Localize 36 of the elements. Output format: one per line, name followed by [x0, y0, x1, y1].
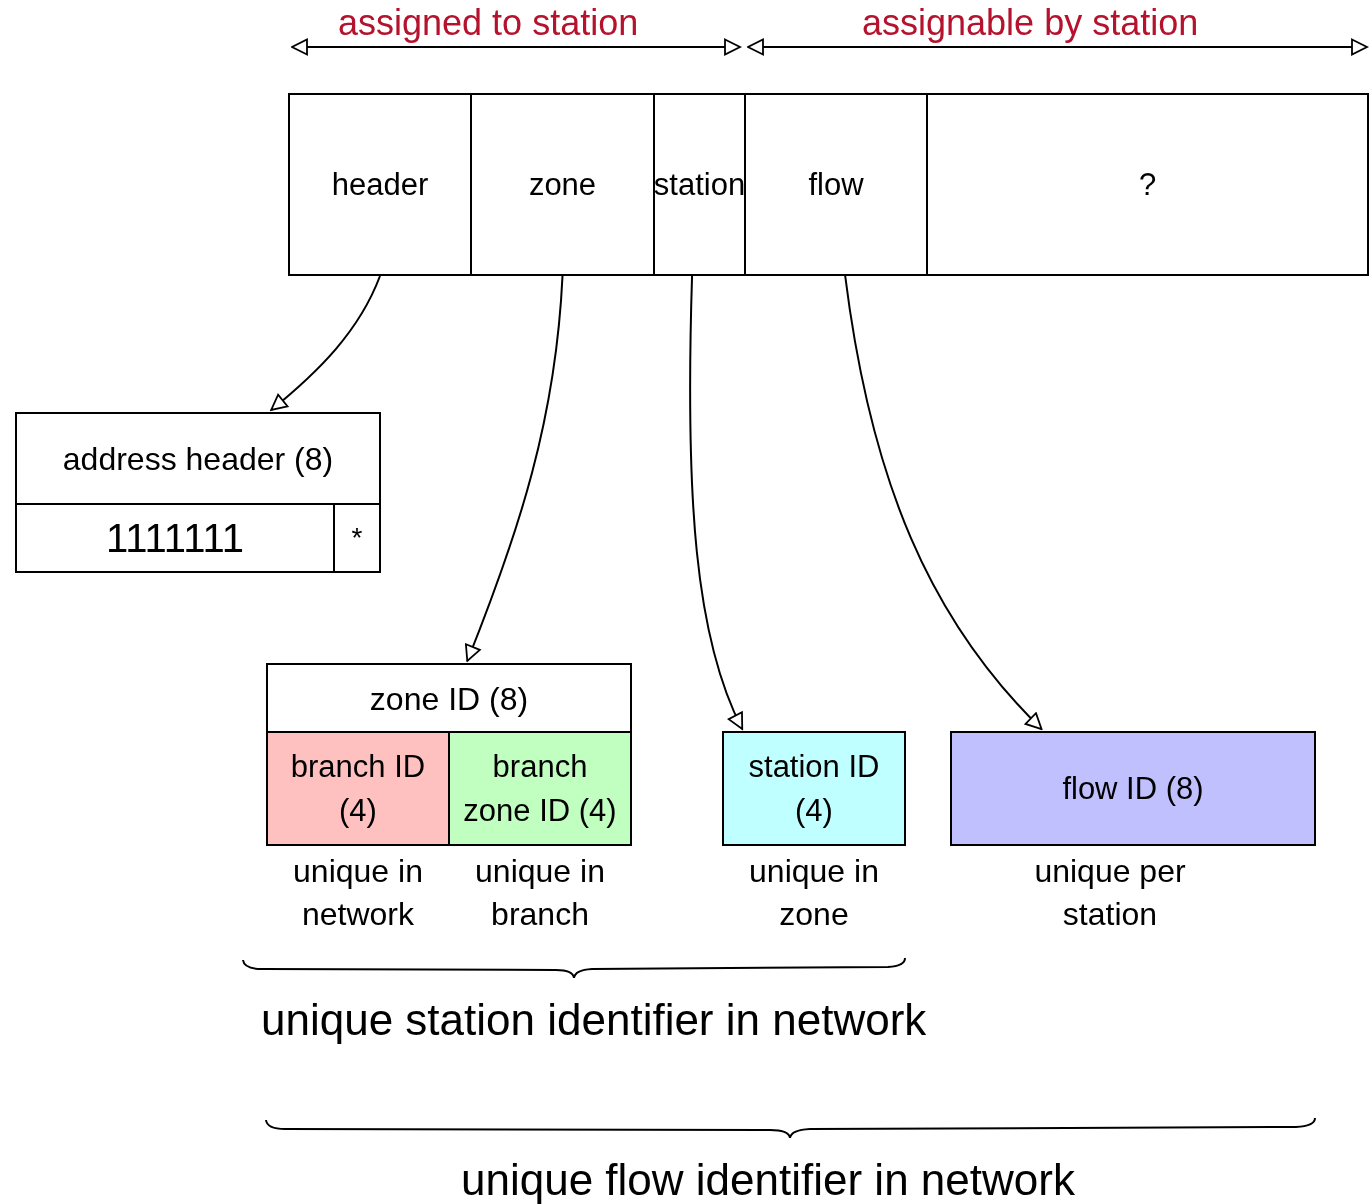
field-box: [653, 93, 746, 276]
field-box: [744, 93, 928, 276]
field-group: [15, 412, 381, 573]
caption-text: unique in network: [292, 852, 424, 935]
brace-label: unique flow identifier in network: [461, 1155, 1075, 1204]
field-box: [266, 731, 450, 846]
brace-label: unique station identifier in network: [261, 995, 927, 1045]
arrow: [464, 275, 564, 662]
field-box: [950, 731, 1316, 846]
range-label: assignable by station: [862, 2, 1199, 44]
field-group: [266, 663, 632, 846]
field-box: [448, 731, 632, 846]
field-label: branch ID (4): [289, 748, 427, 830]
caption-text: unique in branch: [474, 852, 606, 935]
group-heading: zone ID (8): [368, 679, 530, 719]
field-box: [288, 93, 472, 276]
field-label: zone: [527, 165, 598, 204]
field-box: [926, 93, 1369, 276]
field-label: ?: [1137, 165, 1158, 204]
field-label: header: [330, 165, 430, 204]
field-label: flow: [807, 165, 865, 204]
caption-text: unique in zone: [748, 852, 880, 935]
field-label: 1111111: [105, 515, 245, 562]
field-label: flow ID (8): [1061, 769, 1205, 808]
field-label: station ID (4): [747, 748, 881, 830]
caption-text: unique per station: [1033, 852, 1187, 935]
field-label: branch zone ID (4): [462, 748, 618, 830]
group-heading: address header (8): [61, 440, 335, 479]
field-label: *: [350, 521, 364, 556]
arrow: [689, 275, 744, 730]
field-box: [722, 731, 906, 846]
arrow: [844, 275, 1043, 730]
field-box: [470, 93, 655, 276]
arrow: [270, 275, 381, 411]
field-label: station: [652, 165, 747, 204]
range-label: assigned to station: [338, 2, 639, 44]
